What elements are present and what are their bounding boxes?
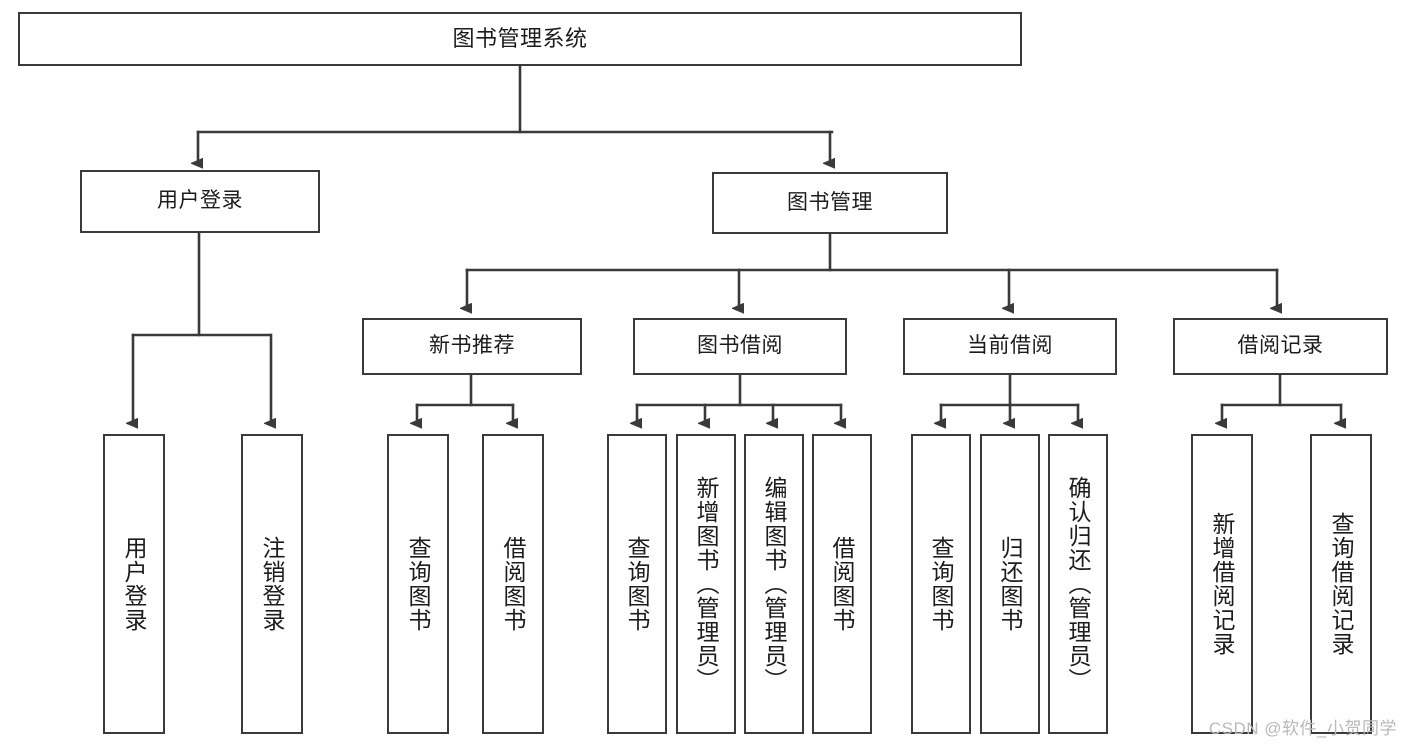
node-root-book-management-system[interactable]: 图书管理系统 [18,12,1022,66]
node-book-borrow[interactable]: 图书借阅 [633,318,847,375]
node-label: 当前借阅 [967,334,1053,358]
node-label: 用户登录 [157,189,243,213]
node-book-manage[interactable]: 图书管理 [712,172,948,234]
node-label: 注销登录 [259,536,286,632]
node-label: 确认归还（管理员） [1065,476,1092,692]
csdn-watermark: CSDN @软件_小贺同学 [1208,719,1397,738]
node-label: 借阅图书 [500,536,527,632]
node-leaf-user-login[interactable]: 用户登录 [103,434,165,734]
node-label: 用户登录 [121,536,148,632]
node-label: 查询借阅记录 [1328,512,1355,656]
node-leaf-add-book[interactable]: 新增图书（管理员） [676,434,736,734]
node-label: 归还图书 [997,536,1024,632]
node-label: 新书推荐 [429,334,515,358]
node-label: 图书管理系统 [452,26,588,52]
node-leaf-confirm-return[interactable]: 确认归还（管理员） [1048,434,1108,734]
node-label: 图书管理 [787,190,873,214]
node-leaf-query-record[interactable]: 查询借阅记录 [1310,434,1372,734]
node-leaf-query-book-2[interactable]: 查询图书 [607,434,667,734]
node-user-login[interactable]: 用户登录 [80,170,320,233]
node-new-book-recommend[interactable]: 新书推荐 [362,318,582,375]
node-label: 查询图书 [405,536,432,632]
node-leaf-borrow-book-1[interactable]: 借阅图书 [482,434,544,734]
node-label: 新增图书（管理员） [693,476,720,692]
node-borrow-record[interactable]: 借阅记录 [1173,318,1388,375]
node-leaf-add-record[interactable]: 新增借阅记录 [1191,434,1253,734]
node-leaf-query-book-3[interactable]: 查询图书 [911,434,971,734]
node-label: 新增借阅记录 [1209,512,1236,656]
node-label: 查询图书 [928,536,955,632]
node-leaf-borrow-book-2[interactable]: 借阅图书 [812,434,872,734]
node-leaf-query-book-1[interactable]: 查询图书 [387,434,449,734]
node-label: 图书借阅 [697,334,783,358]
node-label: 查询图书 [624,536,651,632]
node-label: 借阅图书 [829,536,856,632]
node-label: 借阅记录 [1237,334,1324,358]
node-leaf-return-book[interactable]: 归还图书 [980,434,1040,734]
node-label: 编辑图书（管理员） [761,476,788,692]
node-current-borrow[interactable]: 当前借阅 [903,318,1117,375]
node-leaf-logout[interactable]: 注销登录 [241,434,303,734]
node-leaf-edit-book[interactable]: 编辑图书（管理员） [744,434,804,734]
